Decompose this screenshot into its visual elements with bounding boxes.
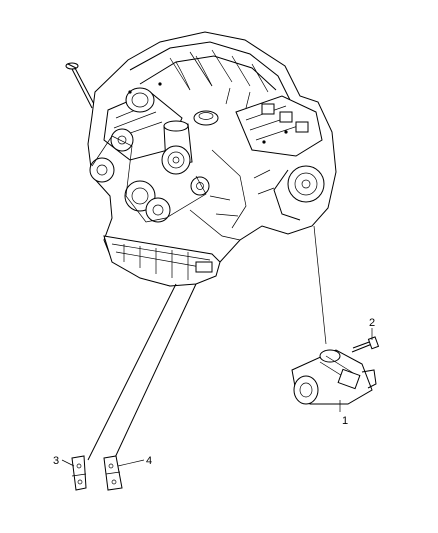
- dipstick: [65, 62, 96, 109]
- bracket-right: [103, 455, 123, 491]
- callout-2: 2: [369, 317, 375, 329]
- callout-3: 3: [53, 455, 59, 467]
- starter-bolt: [351, 336, 380, 353]
- callout-1: 1: [342, 415, 348, 427]
- callout-leader-3: [61, 459, 75, 467]
- engine-assembly: [65, 31, 337, 287]
- callout-leader-4: [117, 459, 145, 467]
- starter-motor: [291, 349, 377, 405]
- bracket-left: [71, 455, 87, 491]
- callout-4: 4: [146, 455, 152, 467]
- leader-line-starter: [313, 225, 327, 345]
- leader-band-brackets: [87, 283, 197, 465]
